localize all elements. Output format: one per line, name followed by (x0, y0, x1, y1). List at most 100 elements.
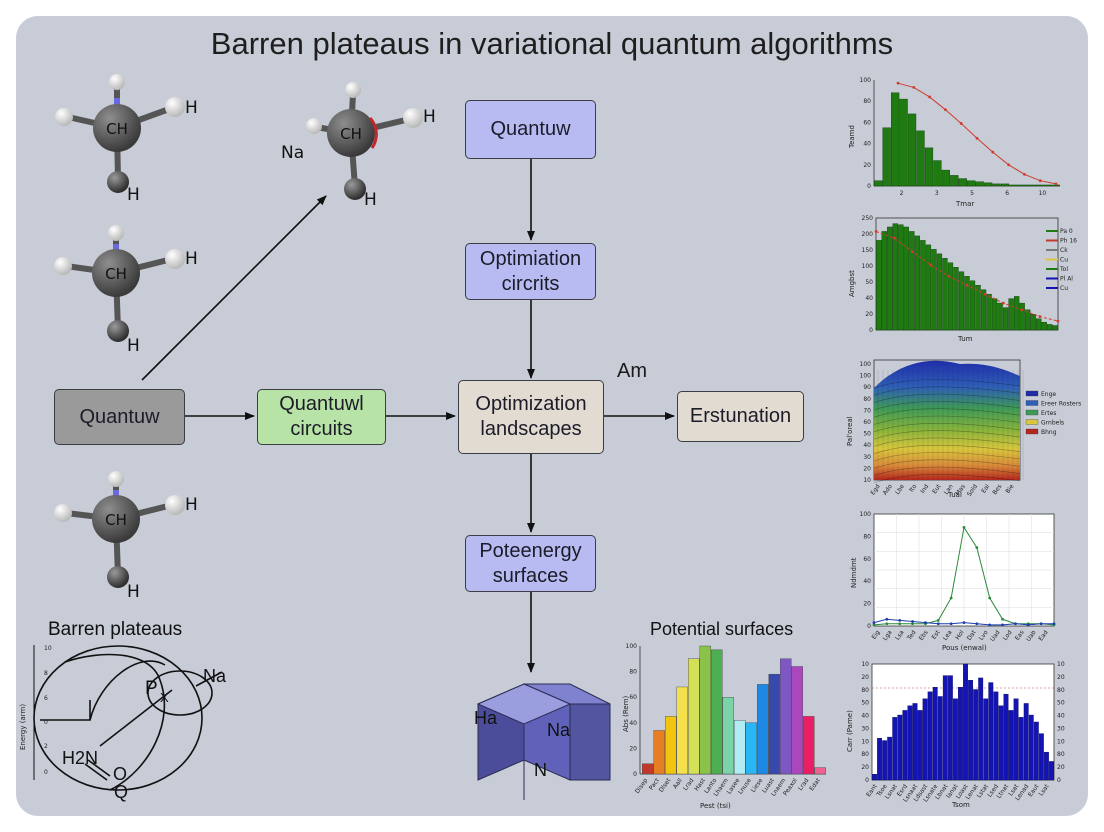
x-tick-label: 6 (1005, 190, 1009, 197)
data-point (1007, 163, 1010, 167)
bar (1019, 302, 1025, 331)
y-tick-label: 80 (861, 751, 869, 758)
cube-label-n: N (534, 760, 547, 780)
molecule-3-center: CH (105, 265, 127, 283)
y-tick-label: 200 (862, 231, 874, 238)
bar (920, 240, 926, 331)
bar (892, 717, 898, 781)
bar (997, 302, 1003, 331)
data-point (874, 230, 878, 233)
x-tick-label: Eal (980, 483, 991, 495)
contour-line (873, 415, 1021, 425)
plot-frame (871, 663, 1055, 781)
legend-label: Cu (1060, 285, 1068, 292)
data-point (936, 622, 940, 626)
contour-line (873, 459, 1021, 469)
data-point (911, 620, 914, 623)
x-tick-label: Lsa (894, 629, 906, 642)
bar (922, 698, 928, 781)
data-point (929, 263, 932, 267)
bar (1033, 721, 1039, 781)
y-tick-label: 40 (865, 295, 873, 302)
y-tick-label: 250 (862, 215, 874, 222)
chart-xlabel: Pest (tsi) (700, 802, 731, 810)
bar (653, 730, 665, 775)
estimation-box: Erstunation (677, 391, 804, 442)
bar (925, 244, 932, 331)
potential-energy-surfaces-box: Poteenergy surfaces (465, 535, 596, 592)
bar (932, 687, 938, 781)
x-tick-label: Lod (1002, 629, 1014, 642)
y-tick-label: 50 (1057, 700, 1065, 707)
chart-xlabel: Pous (enwal) (942, 644, 987, 652)
barren-atom-o: O (113, 764, 127, 784)
bar (975, 181, 984, 187)
bar (897, 714, 903, 781)
bar (745, 722, 757, 775)
data-point (896, 81, 900, 85)
barren-ytick: 0 (44, 769, 48, 776)
bar (881, 231, 887, 331)
legend-label: Enge (1041, 391, 1056, 398)
y-tick-label: 80 (863, 396, 871, 403)
y-tick-label: 0 (865, 777, 869, 784)
bar (963, 663, 968, 781)
y-tick-label: 50 (861, 700, 869, 707)
data-point (962, 526, 966, 529)
data-point (1014, 622, 1017, 626)
data-point (988, 596, 992, 600)
data-point (975, 546, 979, 549)
molecule-1: CH H H (55, 74, 198, 205)
legend-label: Tol (1059, 266, 1068, 273)
bar (986, 293, 992, 331)
contour-line (873, 474, 1021, 484)
legend-swatch (1025, 409, 1039, 416)
contour-line (873, 452, 1021, 462)
y-tick-label: 100 (860, 77, 872, 84)
molecule-2-label-na: Na (281, 143, 304, 163)
bar (903, 226, 909, 331)
optimization-circuits-box: Optimiation circrits (465, 243, 596, 300)
contour-line (873, 393, 1021, 403)
chart-ylabel: Pal'oreal (846, 416, 854, 446)
bar (891, 92, 900, 187)
bar (882, 740, 888, 781)
bar (941, 169, 950, 187)
carbon-atom-icon (93, 104, 141, 152)
barren-ytick: 2 (44, 743, 48, 750)
barren-atom-x: X (160, 690, 169, 705)
data-point (936, 619, 940, 622)
x-tick-label: Est (931, 629, 942, 641)
barren-atom-p: P (145, 678, 158, 699)
bar (1008, 710, 1014, 781)
bar (1043, 751, 1049, 781)
contour-line (873, 444, 1021, 454)
bar (780, 658, 792, 775)
x-tick-label: Ito (908, 483, 918, 494)
bar (914, 235, 921, 331)
bar (993, 691, 999, 781)
bar (688, 658, 700, 775)
data-point (949, 622, 953, 626)
x-tick-label: Ebs (918, 629, 930, 642)
y-tick-label: 100 (860, 373, 872, 380)
y-tick-label: 20 (1057, 764, 1065, 771)
y-tick-label: 40 (861, 713, 869, 720)
y-tick-label: 0 (867, 623, 871, 630)
data-point (898, 622, 902, 626)
barren-ylabel: Energy (arm) (19, 704, 27, 750)
y-tick-label: 150 (862, 247, 874, 254)
contour-line (873, 408, 1021, 418)
data-point (991, 150, 995, 154)
data-point (1056, 319, 1060, 323)
bar (1026, 184, 1035, 187)
bar (803, 716, 815, 775)
y-tick-label: 70 (863, 407, 871, 414)
bar (1030, 314, 1036, 331)
barren-atom-na: Na (203, 666, 227, 686)
bar (984, 182, 993, 187)
data-point (1002, 301, 1005, 305)
bar (887, 736, 893, 781)
legend-label: Ertes (1041, 410, 1056, 417)
